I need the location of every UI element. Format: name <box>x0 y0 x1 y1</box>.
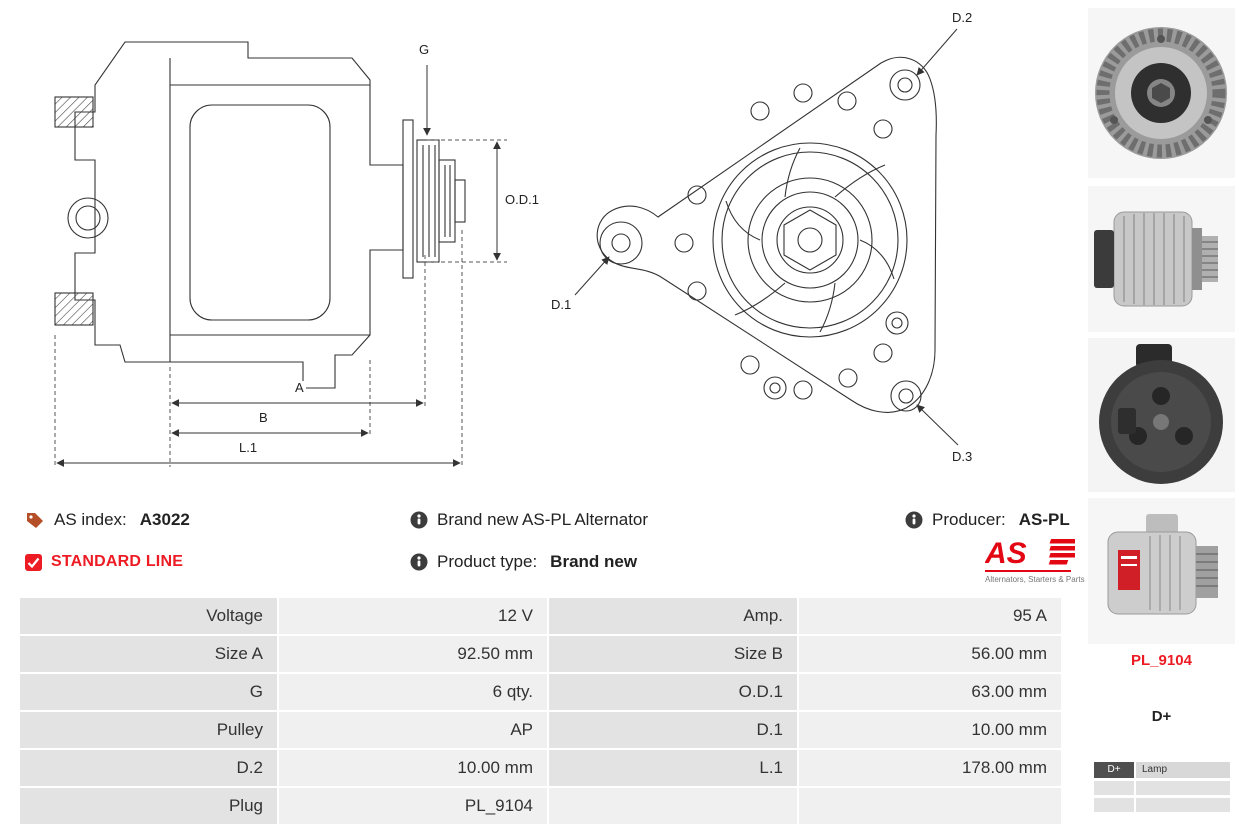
spec-value: PL_9104 <box>279 788 547 824</box>
dimension-label-d2: D.2 <box>950 10 975 25</box>
spec-table: Voltage 12 V Amp. 95 A Size A 92.50 mm S… <box>20 598 1061 824</box>
front-view-drawing: D.2 D.1 D.3 <box>545 5 995 475</box>
spec-label: D.2 <box>20 750 277 786</box>
logo-caption: Alternators, Starters & Parts <box>985 575 1085 584</box>
spec-label: Plug <box>20 788 277 824</box>
spec-label: Amp. <box>549 598 797 634</box>
spec-value: 10.00 mm <box>279 750 547 786</box>
info-icon <box>905 511 923 529</box>
tag-icon <box>25 510 45 530</box>
spec-label: G <box>20 674 277 710</box>
pin-table-row <box>1094 798 1232 812</box>
logo-text: AS <box>985 537 1027 570</box>
spec-value: AP <box>279 712 547 748</box>
spec-value: 63.00 mm <box>799 674 1061 710</box>
product-type-value: Brand new <box>550 552 638 571</box>
side-view-svg <box>54 41 507 467</box>
as-index-row: AS index: A3022 <box>25 509 190 531</box>
dimension-label-d1: D.1 <box>549 297 574 312</box>
pin-name: D+ <box>1094 762 1134 778</box>
dimension-label-od1: O.D.1 <box>503 192 541 207</box>
producer-value: AS-PL <box>1018 510 1070 529</box>
spec-value: 92.50 mm <box>279 636 547 672</box>
dimension-label-d3: D.3 <box>950 449 975 464</box>
as-index-label: AS index: <box>54 510 127 529</box>
spec-value: 10.00 mm <box>799 712 1061 748</box>
dimension-label-b: B <box>257 410 270 425</box>
alternator-rear-photo <box>1088 338 1235 492</box>
pin-table-empty-cell <box>1136 781 1230 795</box>
spec-label: D.1 <box>549 712 797 748</box>
standard-line-label: STANDARD LINE <box>51 553 184 570</box>
spec-value: 12 V <box>279 598 547 634</box>
alternator-front-photo <box>1088 8 1235 178</box>
spec-label: L.1 <box>549 750 797 786</box>
spec-label: Pulley <box>20 712 277 748</box>
spec-label: Size A <box>20 636 277 672</box>
checkbox-icon <box>25 553 42 571</box>
as-pl-logo-mark: AS <box>984 537 1081 572</box>
spec-label <box>549 788 797 824</box>
pin-function: Lamp <box>1136 762 1230 778</box>
info-icon <box>410 511 428 529</box>
as-pl-logo: AS Alternators, Starters & Parts <box>984 533 1085 591</box>
standard-line-row: STANDARD LINE <box>25 551 183 573</box>
pin-table-row: D+ Lamp <box>1094 762 1232 778</box>
dimension-label-g: G <box>417 42 432 57</box>
spec-label: O.D.1 <box>549 674 797 710</box>
spec-value: 56.00 mm <box>799 636 1061 672</box>
pin-table: D+ Lamp <box>1094 762 1232 815</box>
spec-value <box>799 788 1061 824</box>
front-view-svg <box>574 28 959 446</box>
producer-row: Producer: AS-PL <box>905 509 1070 531</box>
brand-new-row: Brand new AS-PL Alternator <box>410 509 648 531</box>
spec-label: Size B <box>549 636 797 672</box>
info-icon <box>410 553 428 571</box>
plug-code: PL_9104 <box>1131 652 1192 669</box>
spec-value: 95 A <box>799 598 1061 634</box>
alternator-angled-photo <box>1088 498 1235 644</box>
dimension-label-a: A <box>293 380 306 395</box>
pin-table-empty-cell <box>1094 798 1134 812</box>
pin-table-empty-cell <box>1094 781 1134 795</box>
brand-new-text: Brand new AS-PL Alternator <box>437 510 649 529</box>
pin-table-empty-cell <box>1136 798 1230 812</box>
as-index-value: A3022 <box>139 510 190 529</box>
product-type-row: Product type: Brand new <box>410 551 637 573</box>
spec-label: Voltage <box>20 598 277 634</box>
spec-value: 178.00 mm <box>799 750 1061 786</box>
spec-value: 6 qty. <box>279 674 547 710</box>
pin-table-row <box>1094 781 1232 795</box>
product-type-label: Product type: <box>437 552 538 571</box>
alternator-side-photo <box>1088 186 1235 332</box>
producer-label: Producer: <box>932 510 1006 529</box>
side-view-drawing: G O.D.1 A B L.1 <box>25 15 545 485</box>
terminal-label: D+ <box>1151 708 1172 725</box>
dimension-label-l1: L.1 <box>237 440 260 455</box>
